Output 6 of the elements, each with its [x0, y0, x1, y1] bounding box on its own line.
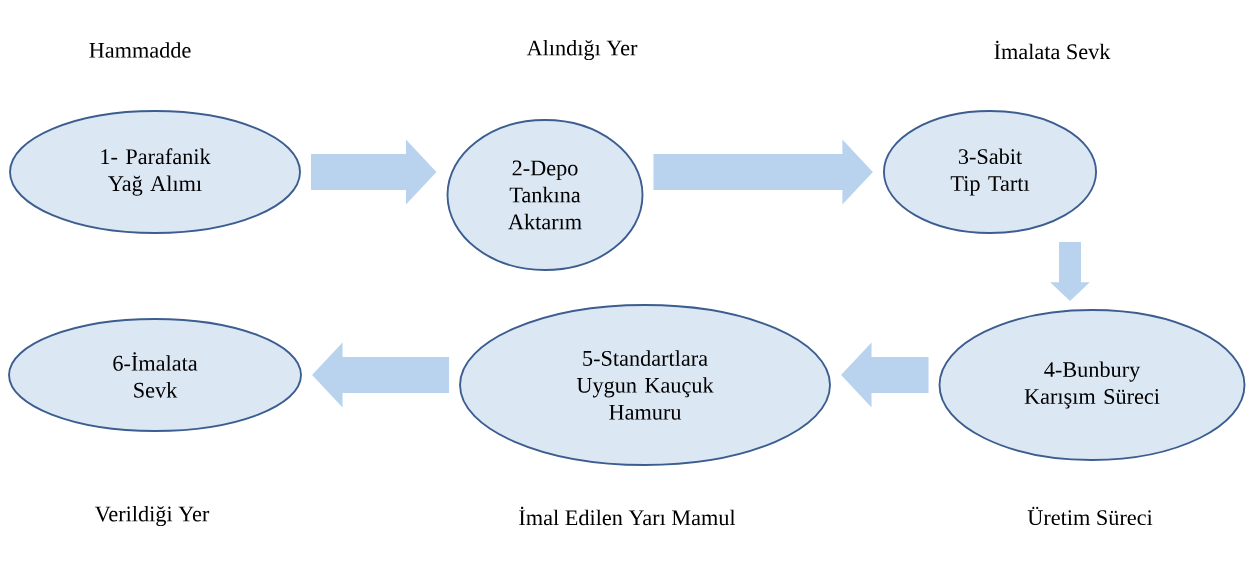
- column-heading: Hammadde: [89, 42, 191, 58]
- column-heading: İmal Edilen Yarı Mamul: [519, 506, 736, 526]
- column-heading: Alındığı Yer: [526, 39, 638, 61]
- column-heading: Verildiği Yer: [94, 505, 210, 527]
- column-heading: İmalata Sevk: [994, 40, 1111, 60]
- column-heading: Üretim Süreci: [1027, 506, 1153, 526]
